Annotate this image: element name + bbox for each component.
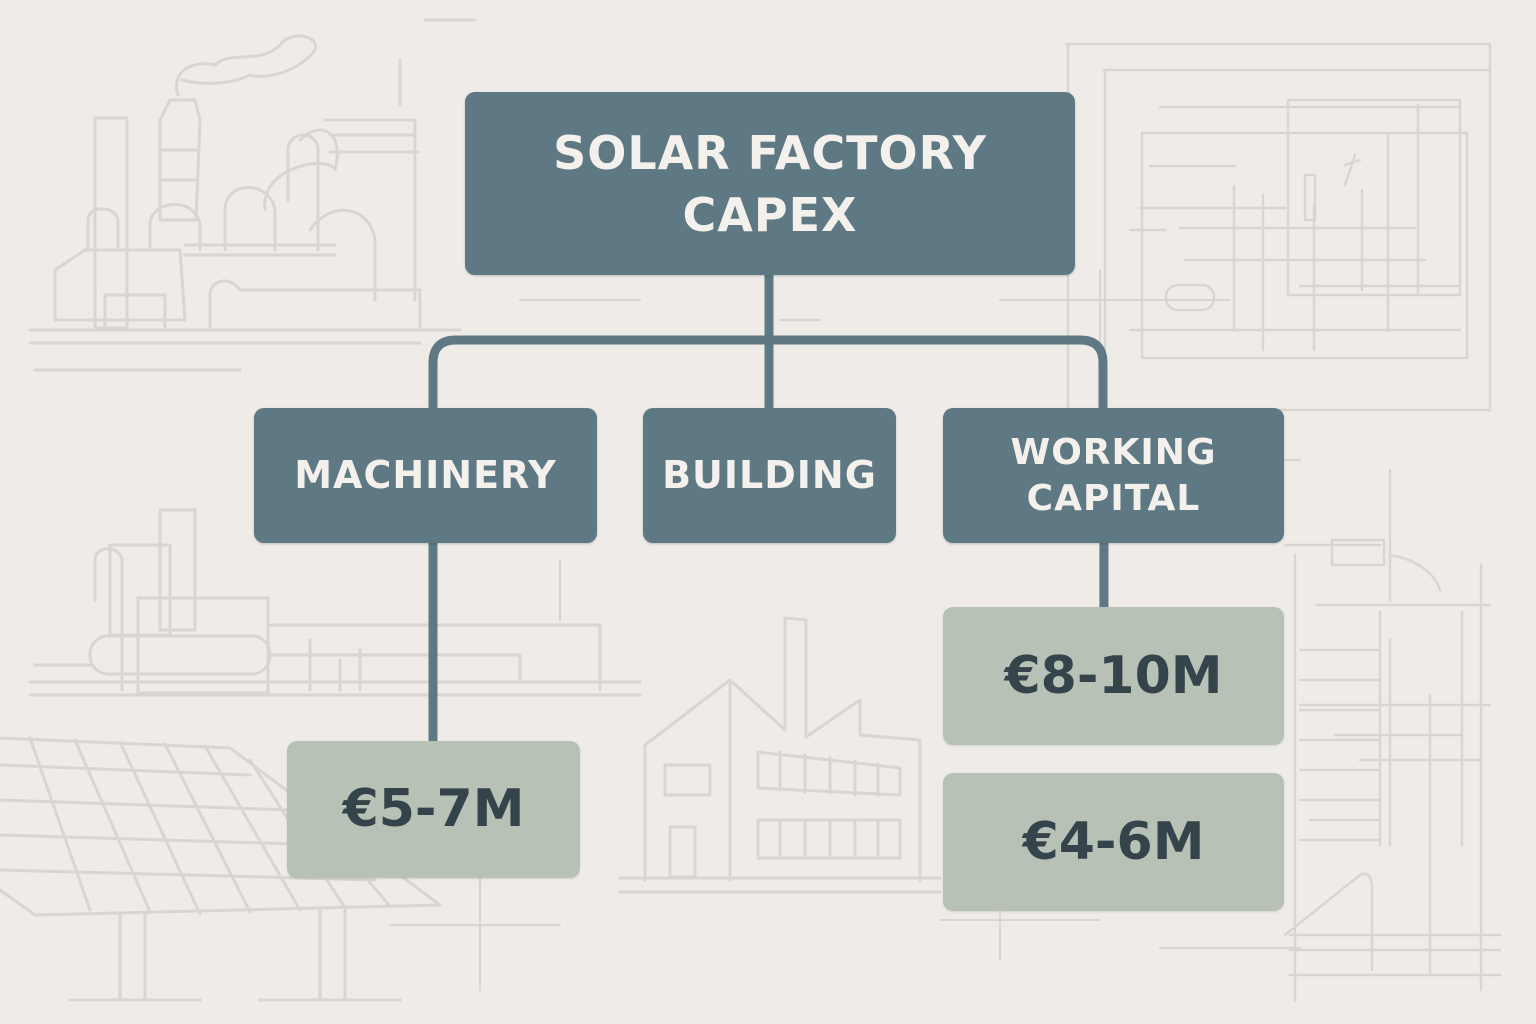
factory-smokestacks-icon [28, 18, 477, 372]
category-label: BUILDING [662, 452, 877, 497]
value-node-working-capital-1: €8-10M [943, 607, 1284, 745]
category-label-line1: WORKING [1010, 431, 1217, 473]
value-amount: €5-7M [342, 779, 525, 840]
category-label: MACHINERY [294, 452, 557, 497]
value-amount: €8-10M [1004, 645, 1223, 706]
root-title-line1: SOLAR FACTORY [553, 125, 987, 180]
root-node-solar-factory-capex: SOLAR FACTORY CAPEX [465, 92, 1075, 275]
category-node-building: BUILDING [643, 408, 896, 543]
category-label-line2: CAPITAL [1026, 477, 1201, 519]
value-node-machinery: €5-7M [287, 741, 580, 878]
industrial-machinery-icon [28, 508, 642, 697]
root-title-line2: CAPEX [682, 187, 858, 242]
category-node-machinery: MACHINERY [254, 408, 597, 543]
value-amount: €4-6M [1022, 811, 1205, 872]
factory-building-icon [618, 616, 942, 894]
value-node-working-capital-2: €4-6M [943, 773, 1284, 911]
solar-panel-icon [0, 736, 442, 1002]
branch-bar [428, 335, 1108, 408]
category-node-working-capital: WORKING CAPITAL [943, 408, 1284, 543]
